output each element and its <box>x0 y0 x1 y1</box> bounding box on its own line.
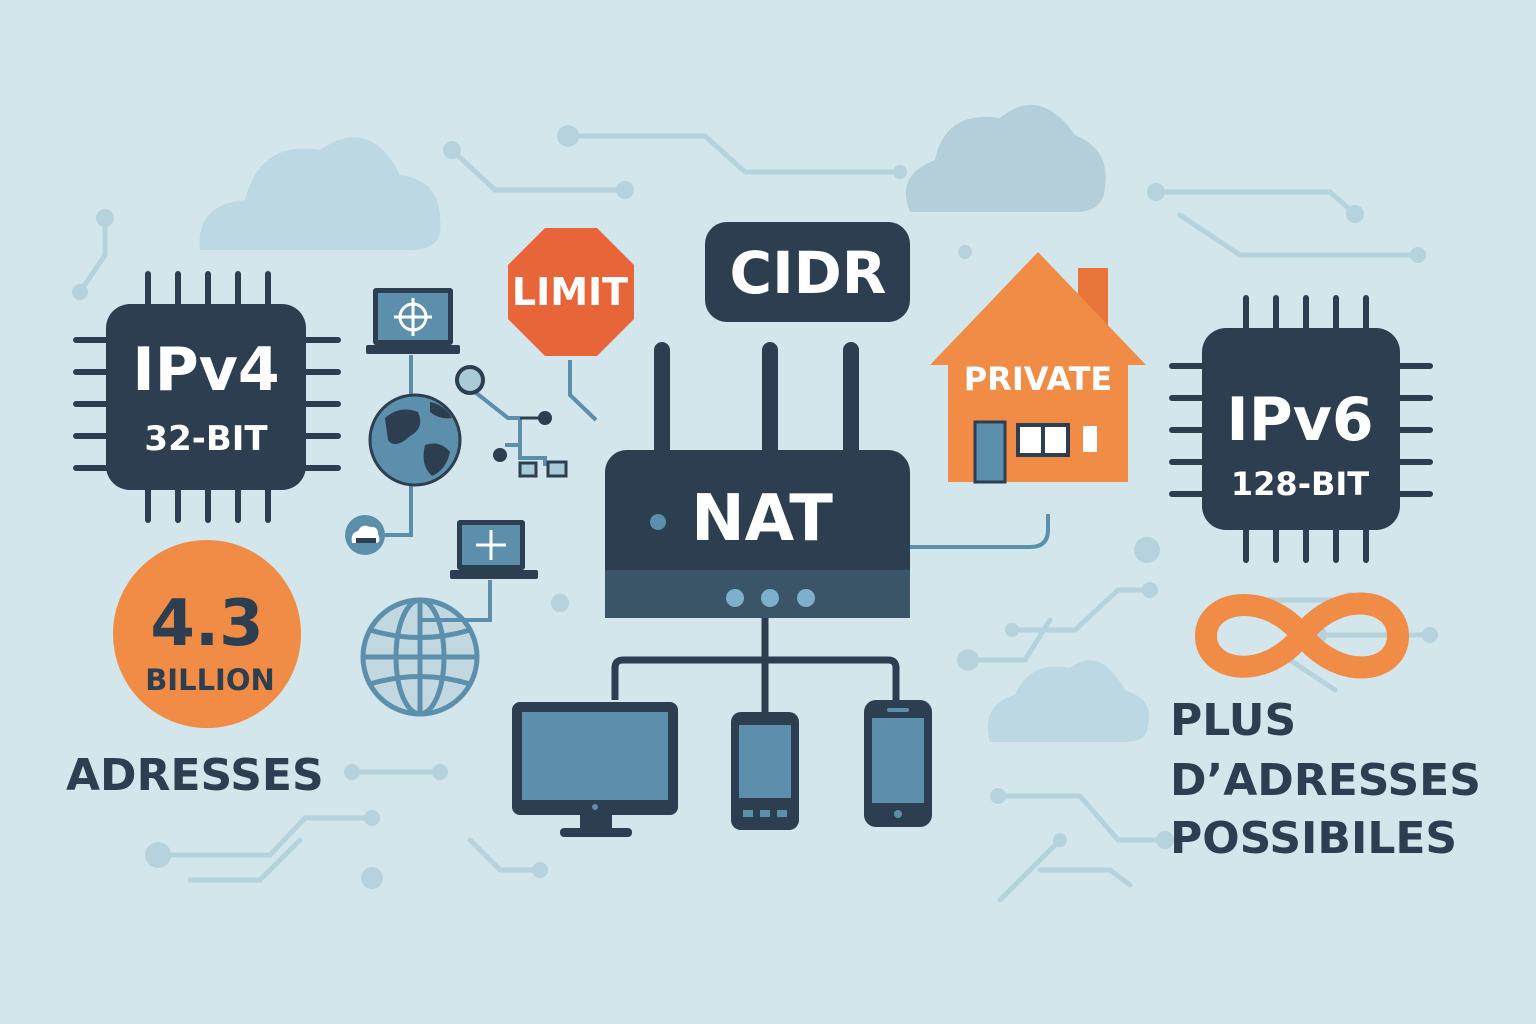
globe-icon <box>368 393 462 487</box>
cloud-server-icon <box>345 515 385 555</box>
private-label: PRIVATE <box>964 360 1113 398</box>
cloud-icon <box>199 137 441 250</box>
chip-icon-ipv4: IPv4 32-BIT <box>73 271 341 523</box>
ipv6-bits: 128-BIT <box>1231 465 1369 503</box>
infinity-icon <box>1195 592 1409 679</box>
phone-icon <box>731 712 799 830</box>
globe-icon <box>360 597 480 717</box>
nat-label: NAT <box>691 482 833 556</box>
cloud-icon <box>905 104 1106 212</box>
chip-icon-ipv6: IPv6 128-BIT <box>1169 295 1433 563</box>
ipv4-count-number: 4.3 <box>150 587 263 661</box>
monitor-icon <box>512 702 678 837</box>
ipv4-title: IPv4 <box>132 335 279 405</box>
laptop-icon <box>450 520 538 579</box>
router-icon: NAT <box>605 342 910 618</box>
phone-icon <box>864 700 932 827</box>
house-icon: PRIVATE <box>930 252 1146 484</box>
cidr-badge: CIDR <box>705 222 910 322</box>
laptop-icon <box>366 288 460 354</box>
stop-sign-icon: LIMIT <box>508 228 634 356</box>
cloud-icon <box>987 660 1150 742</box>
ipv4-count-caption: ADRESSES <box>66 750 324 801</box>
network-tree-icon <box>455 365 568 478</box>
ipv6-title: IPv6 <box>1226 385 1373 455</box>
ipv6-caption-line2: D’ADRESSES <box>1170 755 1481 806</box>
router-device-links <box>611 618 900 712</box>
cidr-label: CIDR <box>730 239 887 307</box>
ipv4-count-badge: 4.3 BILLION <box>113 540 301 728</box>
ipv4-count-unit: BILLION <box>145 663 275 697</box>
ipv4-bits: 32-BIT <box>144 419 268 459</box>
ipv6-caption-line3: POSSIBILES <box>1170 813 1457 864</box>
ipv6-caption-line1: PLUS <box>1170 695 1296 746</box>
limit-label: LIMIT <box>512 270 628 314</box>
